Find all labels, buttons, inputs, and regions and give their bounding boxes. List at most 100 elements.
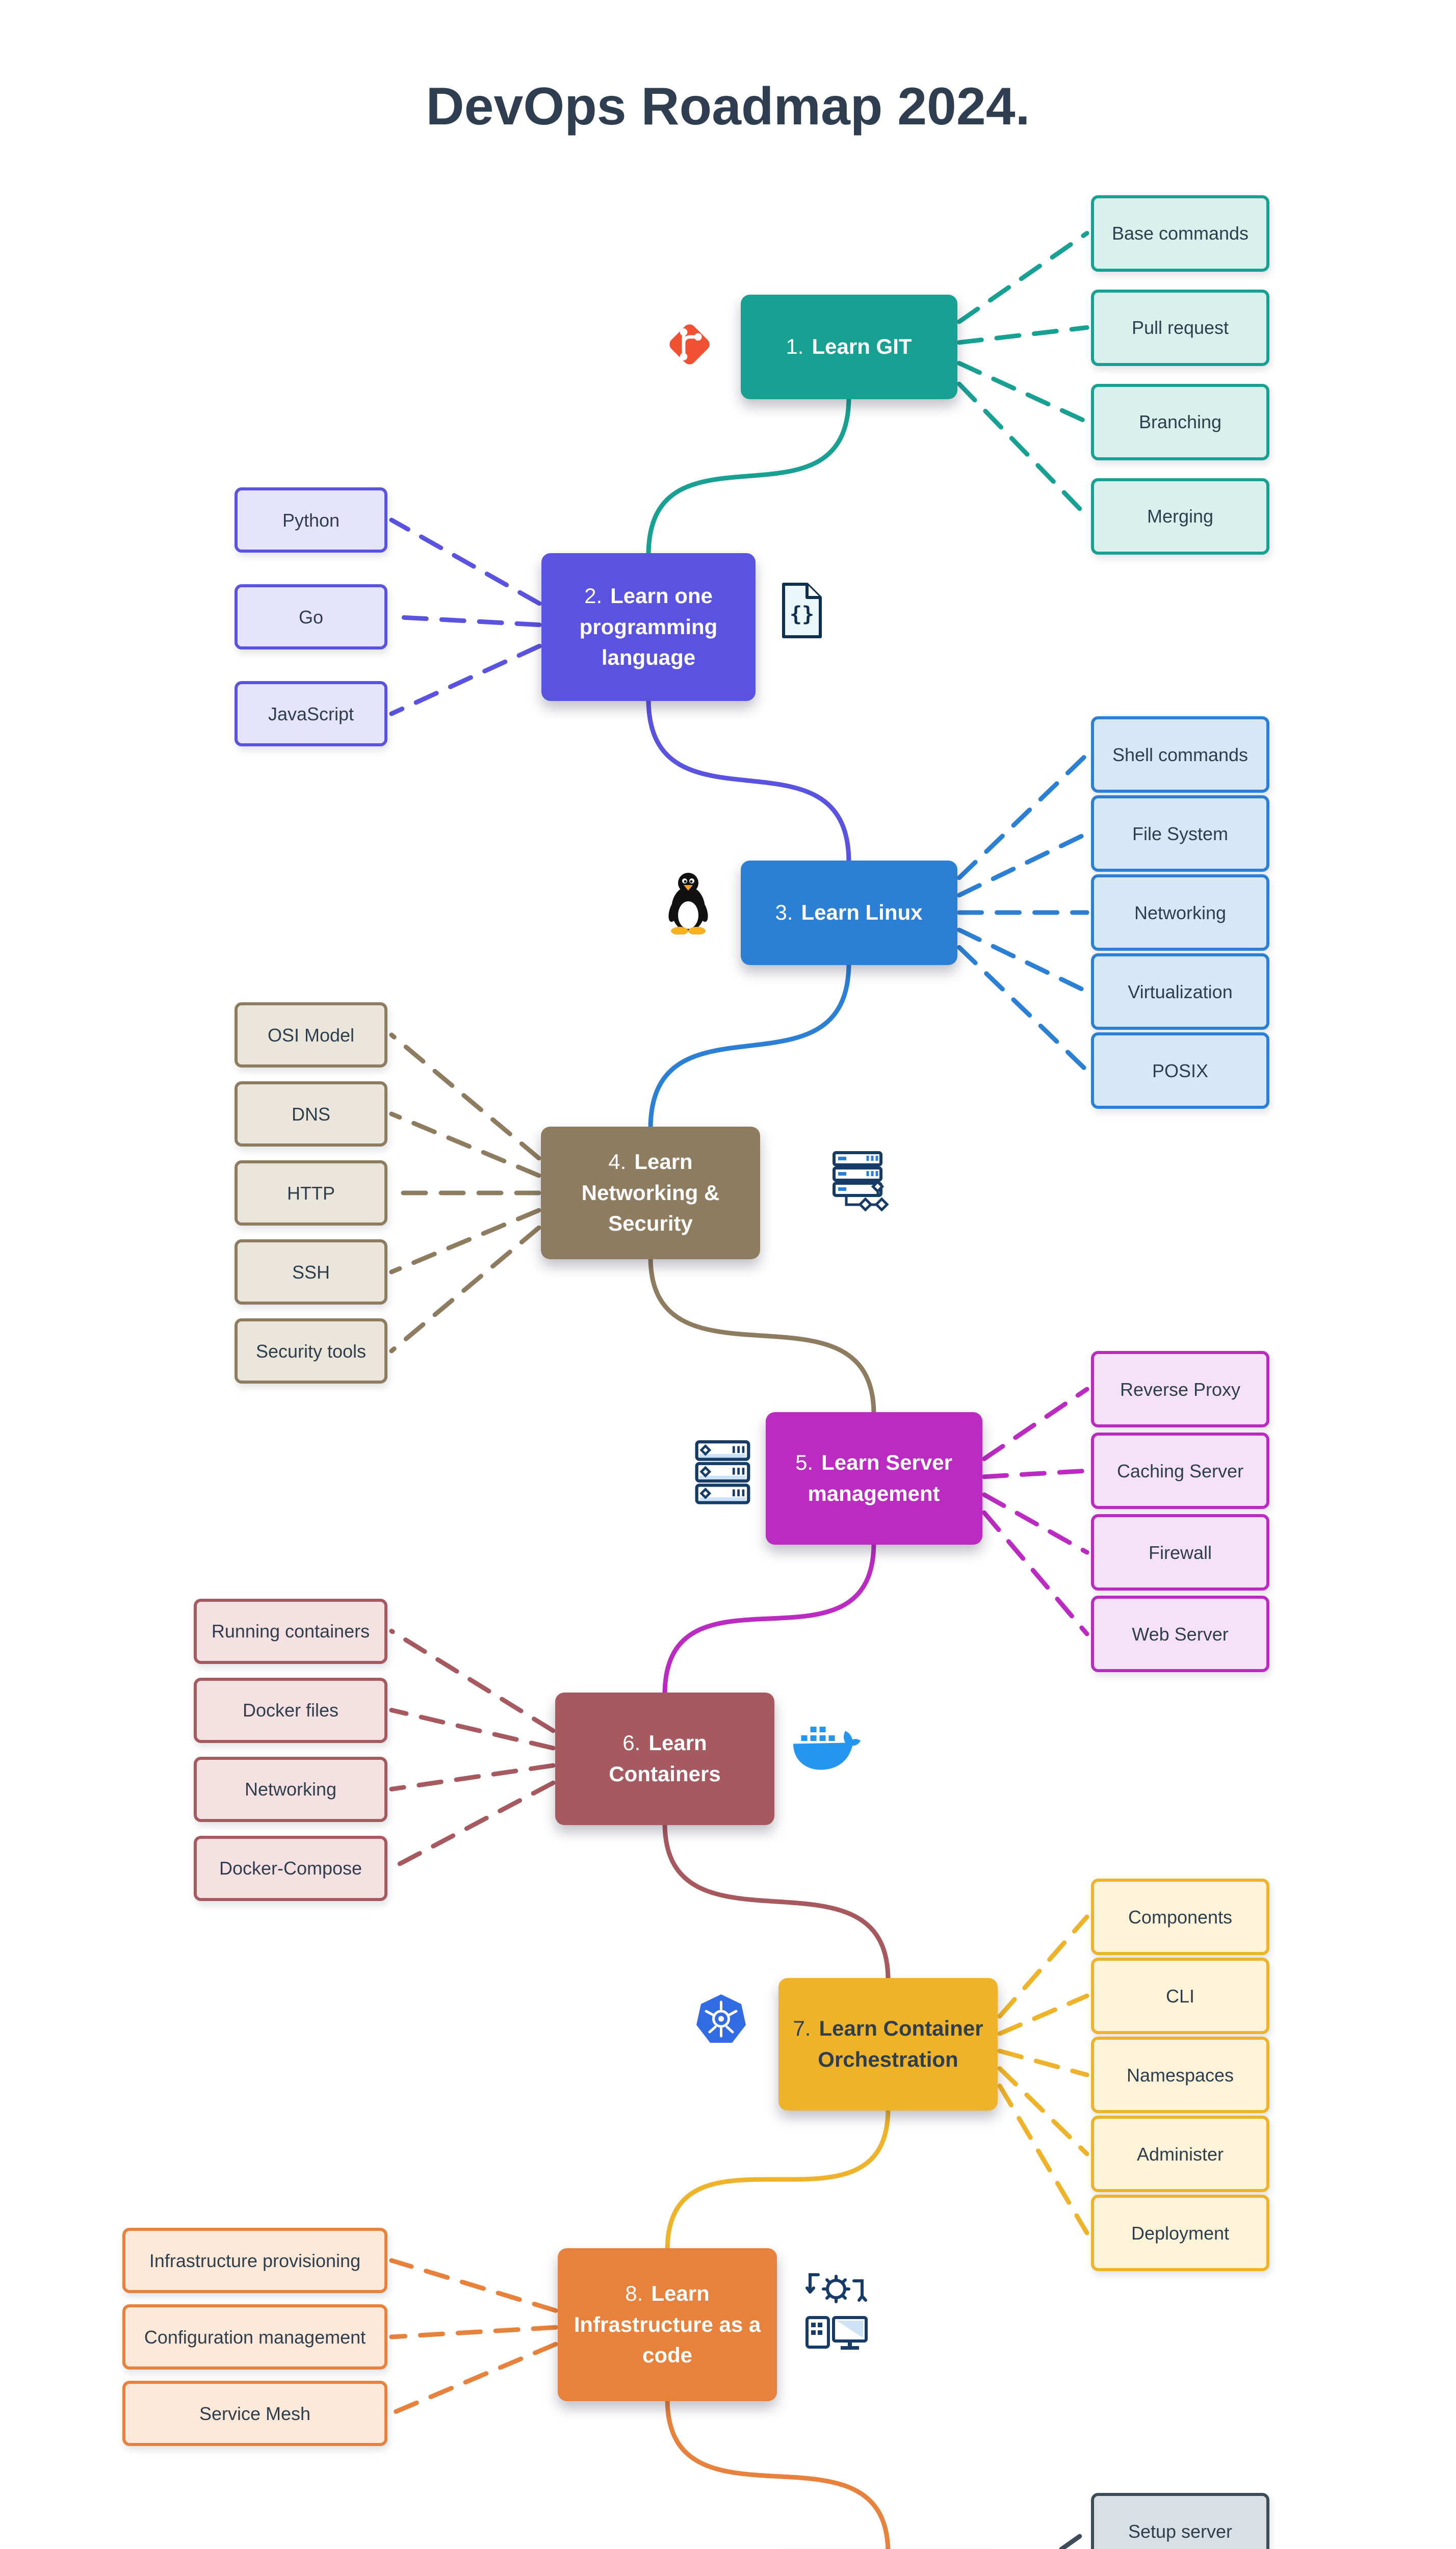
leaf-connector-line	[982, 1492, 1089, 1555]
node-number: 8.	[625, 2281, 643, 2305]
node-label: Learn Server management	[808, 1450, 952, 1505]
main-node-learn-containers: 6.Learn Containers	[555, 1693, 774, 1825]
leaf-osi-model: OSI Model	[235, 1002, 387, 1068]
leaf-deployment: Deployment	[1091, 2195, 1269, 2271]
main-node-learn-linux: 3. Learn Linux	[740, 860, 957, 965]
leaf-http: HTTP	[235, 1160, 387, 1226]
leaf-connector-line	[997, 2048, 1089, 2077]
node-number: 5.	[795, 1450, 814, 1475]
leaf-connector-line	[957, 231, 1089, 324]
leaf-connector-line	[957, 831, 1089, 898]
leaf-connector-line	[997, 1914, 1089, 2019]
leaf-connector-line	[957, 752, 1089, 880]
leaf-connector-line	[982, 1468, 1089, 1479]
leaf-caching-server: Caching Server	[1091, 1433, 1269, 1509]
leaf-configuration-management: Configuration management	[122, 2304, 387, 2370]
main-node-learn-container-orchestration: 7. Learn Container Orchestration	[778, 1978, 998, 2111]
leaf-connector-line	[982, 1387, 1089, 1461]
path-connector-curve	[646, 395, 851, 558]
path-connector-curve	[646, 696, 851, 865]
leaf-administer: Administer	[1091, 2116, 1269, 2192]
leaf-web-server: Web Server	[1091, 1596, 1269, 1672]
node-label: Learn Container Orchestration	[818, 2016, 983, 2071]
leaf-namespaces: Namespaces	[1091, 2037, 1269, 2113]
node-label: Learn Linux	[801, 900, 923, 924]
leaf-branching: Branching	[1091, 383, 1269, 460]
main-node-learn-server-management: 5.Learn Server management	[765, 1412, 982, 1545]
node-label: Learn Containers	[609, 1731, 721, 1786]
leaf-connector-line	[997, 2066, 1089, 2156]
leaf-firewall: Firewall	[1091, 1514, 1269, 1591]
leaf-connector-line	[957, 927, 1089, 994]
leaf-python: Python	[235, 487, 387, 553]
git-icon	[660, 315, 719, 374]
node-number: 2.	[584, 583, 603, 608]
leaf-connector-line	[982, 1510, 1089, 1636]
leaf-connector-line	[389, 1225, 541, 1354]
leaf-connector-line	[957, 381, 1089, 518]
main-node-learn-networking-security: 4.Learn Networking & Security	[541, 1127, 760, 1259]
leaf-go: Go	[235, 584, 387, 649]
leaf-infrastructure-provisioning: Infrastructure provisioning	[122, 2228, 387, 2293]
node-number: 6.	[622, 1731, 641, 1755]
node-label: Learn one programming language	[579, 583, 718, 670]
leaf-docker-files: Docker files	[194, 1677, 387, 1743]
node-number: 3.	[775, 900, 793, 924]
leaf-docker-compose: Docker-Compose	[194, 1835, 387, 1901]
leaf-dns: DNS	[235, 1081, 387, 1147]
leaf-connector-line	[389, 643, 542, 716]
leaf-ssh: SSH	[235, 1239, 387, 1305]
docker-icon	[790, 1719, 862, 1773]
leaf-javascript: JavaScript	[235, 681, 387, 746]
leaf-posix: POSIX	[1091, 1032, 1269, 1109]
iac-icon	[803, 2269, 872, 2353]
main-node-learn-one-programming-language: 2.Learn one programming language	[541, 553, 756, 701]
linux-tux-icon	[663, 869, 714, 934]
leaf-connector-line	[389, 1111, 541, 1178]
leaf-connector-line	[389, 1032, 541, 1161]
leaf-connector-line	[389, 614, 542, 628]
path-connector-curve	[648, 960, 851, 1131]
leaf-components: Components	[1091, 1879, 1269, 1955]
leaf-shell-commands: Shell commands	[1091, 716, 1269, 793]
main-node-learn-infrastructure-as-a-code: 8.Learn Infrastructure as a code	[558, 2248, 777, 2401]
leaf-connector-line	[389, 2342, 558, 2416]
leaf-cli: CLI	[1091, 1958, 1269, 2034]
leaf-connector-line	[957, 325, 1089, 345]
leaf-connector-line	[957, 360, 1089, 424]
leaf-connector-line	[389, 2258, 558, 2313]
leaf-connector-line	[997, 1993, 1089, 2036]
main-node-learn-git: 1. Learn GIT	[740, 294, 957, 399]
path-connector-curve	[662, 1820, 891, 1983]
node-label: Learn Networking & Security	[581, 1149, 720, 1236]
leaf-virtualization: Virtualization	[1091, 953, 1269, 1030]
leaf-connector-line	[389, 517, 542, 606]
leaf-connector-line	[389, 1629, 556, 1733]
path-connector-curve	[648, 1255, 876, 1417]
leaf-setup-server: Setup server	[1091, 2493, 1269, 2549]
page-title: DevOps Roadmap 2024.	[426, 77, 1030, 136]
node-number: 1.	[786, 334, 804, 358]
leaf-base-commands: Base commands	[1091, 195, 1269, 272]
leaf-networking: Networking	[194, 1756, 387, 1822]
network-security-icon	[831, 1150, 900, 1218]
code-file-icon: {}	[777, 581, 826, 640]
node-label: Learn GIT	[812, 334, 912, 358]
path-connector-curve	[662, 1540, 876, 1697]
svg-text:{}: {}	[790, 603, 814, 626]
node-label: Learn Infrastructure as a code	[574, 2281, 761, 2368]
leaf-merging: Merging	[1091, 478, 1269, 555]
node-number: 7.	[793, 2016, 811, 2041]
leaf-connector-line	[997, 2083, 1089, 2235]
path-connector-curve	[665, 2106, 891, 2253]
leaf-connector-line	[389, 1208, 541, 1274]
leaf-file-system: File System	[1091, 795, 1269, 872]
path-connector-curve	[665, 2397, 891, 2549]
leaf-connector-line	[1057, 2529, 1089, 2549]
leaf-service-mesh: Service Mesh	[122, 2381, 387, 2446]
leaf-reverse-proxy: Reverse Proxy	[1091, 1351, 1269, 1427]
leaf-connector-line	[389, 1708, 556, 1751]
leaf-security-tools: Security tools	[235, 1318, 387, 1384]
leaf-pull-request: Pull request	[1091, 289, 1269, 366]
